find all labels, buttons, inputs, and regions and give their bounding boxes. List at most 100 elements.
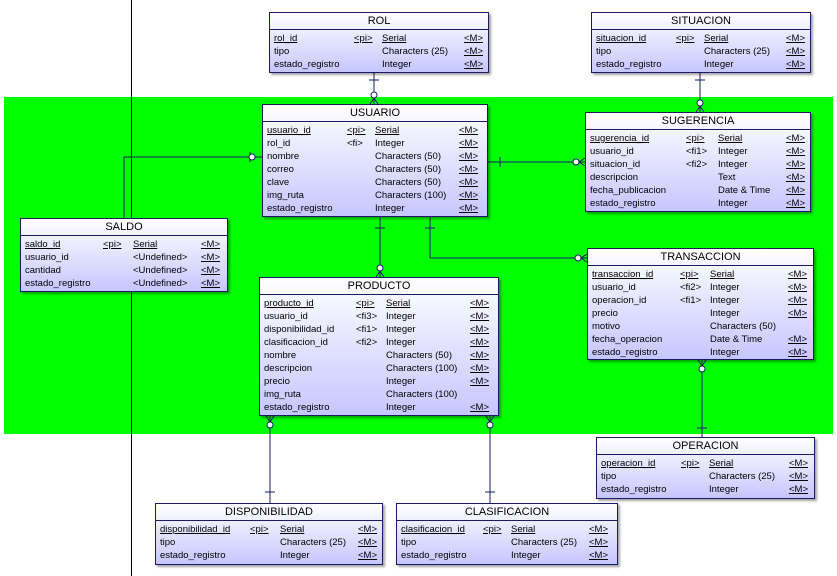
column-type: Serial — [710, 269, 735, 280]
entity-disponibilidad[interactable]: DISPONIBILIDAD disponibilidad_id <pi> Seri… — [155, 503, 383, 565]
column-mandatory: <M> — [464, 33, 484, 44]
column-key: <pi> — [347, 125, 366, 136]
column-name: disponibilidad_id — [160, 524, 231, 535]
column-type: <Undefined> — [133, 252, 188, 263]
many-marker — [574, 253, 588, 263]
column-mandatory: <M> — [459, 203, 479, 214]
column-row: usuario_id<fi2>Integer<M> — [592, 281, 809, 294]
column-type: Serial — [375, 125, 400, 136]
column-type: Integer — [280, 550, 310, 561]
column-row: saldo_id<pi>Serial<M> — [25, 238, 223, 251]
column-mandatory: <M> — [786, 159, 806, 170]
many-marker — [265, 415, 275, 429]
column-name: precio — [592, 308, 618, 319]
column-type: Serial — [133, 239, 158, 250]
column-type: Characters (25) — [280, 537, 346, 548]
column-type: Integer — [511, 550, 541, 561]
column-type: Serial — [280, 524, 305, 535]
column-row: usuario_id<pi>Serial<M> — [267, 124, 483, 137]
column-type: Integer — [718, 146, 748, 157]
many-marker — [369, 91, 379, 105]
column-mandatory: <M> — [358, 524, 378, 535]
column-type: Integer — [375, 203, 405, 214]
entity-usuario[interactable]: USUARIO usuario_id<pi>Serial<M>rol_id<fi… — [262, 104, 488, 217]
entity-producto[interactable]: PRODUCTO producto_id<pi>Serial<M>usuario… — [259, 277, 499, 416]
column-type: Characters (50) — [375, 164, 441, 175]
column-key: <fi1> — [356, 324, 378, 335]
column-row: rol_id<pi>Serial<M> — [274, 32, 484, 45]
column-mandatory: <M> — [788, 334, 808, 345]
column-type: Integer — [710, 295, 740, 306]
entity-clasificacion[interactable]: CLASIFICACION clasificacion_id<pi>Serial… — [396, 503, 618, 565]
column-row: estado_registro<Undefined><M> — [25, 277, 223, 290]
column-type: Text — [718, 172, 736, 183]
column-type: Integer — [710, 282, 740, 293]
column-name: clasificacion_id — [401, 524, 465, 535]
column-name: tipo — [601, 471, 617, 482]
column-name: nombre — [267, 151, 300, 162]
column-type: Characters (25) — [704, 46, 770, 57]
column-type: Characters (50) — [710, 321, 776, 332]
entity-columns: producto_id<pi>Serial<M>usuario_id<fi3>I… — [260, 295, 498, 414]
column-name: fecha_operacion — [592, 334, 663, 345]
column-type: Integer — [386, 402, 416, 413]
column-mandatory: <M> — [786, 133, 806, 144]
column-mandatory: <M> — [788, 347, 808, 358]
column-type: Serial — [511, 524, 536, 535]
column-row: operacion_id<pi>Serial<M> — [601, 457, 810, 470]
entity-title: DISPONIBILIDAD — [156, 504, 382, 521]
column-name: estado_registro — [592, 347, 658, 358]
column-row: clasificacion_id<fi2>Integer<M> — [264, 336, 494, 349]
column-mandatory: <M> — [789, 458, 809, 469]
column-key: <fi3> — [356, 311, 378, 322]
column-mandatory: <M> — [201, 278, 221, 289]
entity-title: ROL — [270, 13, 488, 30]
column-type: <Undefined> — [133, 278, 188, 289]
rel-usuario-transaccion — [429, 217, 587, 259]
column-row: estado_registro Integer <M> — [592, 346, 809, 359]
column-type: Integer — [710, 347, 740, 358]
column-name: motivo — [592, 321, 620, 332]
entity-title: PRODUCTO — [260, 278, 498, 295]
column-key: <fi2> — [686, 159, 708, 170]
column-row: usuario_id<Undefined><M> — [25, 251, 223, 264]
column-mandatory: <M> — [788, 308, 808, 319]
column-name: fecha_publicacion — [590, 185, 667, 196]
column-name: usuario_id — [25, 252, 69, 263]
column-row: motivo Characters (50) — [592, 320, 809, 333]
column-type: Integer — [718, 159, 748, 170]
column-mandatory: <M> — [470, 298, 490, 309]
column-name: descripcion — [264, 363, 313, 374]
column-key: <fi1> — [680, 295, 702, 306]
column-name: estado_registro — [596, 59, 662, 70]
entity-columns: usuario_id<pi>Serial<M>rol_id<fi>Integer… — [263, 122, 487, 215]
column-key: <pi> — [250, 524, 269, 535]
column-type: Serial — [704, 33, 729, 44]
column-key: <pi> — [483, 524, 502, 535]
entity-transaccion[interactable]: TRANSACCION transaccion_id<pi>Serial<M>u… — [587, 248, 814, 360]
entity-saldo[interactable]: SALDO saldo_id<pi>Serial<M>usuario_id<Un… — [20, 218, 228, 292]
column-row: disponibilidad_id <pi> Serial <M> — [160, 523, 378, 536]
column-type: Integer — [375, 138, 405, 149]
column-key: <pi> — [676, 33, 695, 44]
column-row: disponibilidad_id<fi1>Integer<M> — [264, 323, 494, 336]
column-name: rol_id — [267, 138, 291, 149]
column-mandatory: <M> — [201, 265, 221, 276]
column-type: Integer — [704, 59, 734, 70]
entity-sugerencia[interactable]: SUGERENCIA sugerencia_id<pi>Serial<M>usu… — [585, 112, 811, 212]
